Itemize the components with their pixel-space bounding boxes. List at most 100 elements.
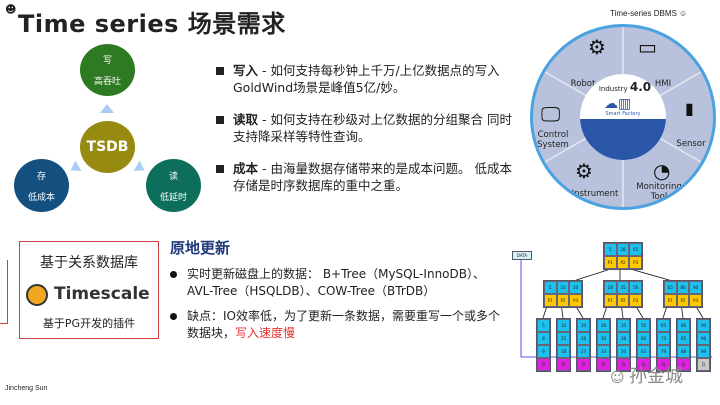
tree-cell: 10 bbox=[556, 281, 570, 294]
read-label: 读 bbox=[168, 171, 178, 182]
tree-cell: P2 bbox=[616, 256, 630, 269]
segment-instrument: Instrument bbox=[571, 189, 619, 199]
tree-cell: Q bbox=[597, 358, 610, 371]
industry-wheel: ⚙ Robot ▭ HMI ▮ Sensor ◔ Monitoring Tool… bbox=[530, 24, 716, 210]
square-bullet-icon bbox=[216, 67, 224, 75]
tree-cell: 65 bbox=[657, 319, 670, 332]
tree-cell: 96 bbox=[697, 332, 710, 345]
tree-cell: 38 bbox=[617, 332, 630, 345]
smart-factory-label: Smart Factory bbox=[605, 111, 641, 117]
write-sub: 高吞吐 bbox=[93, 77, 121, 87]
timescale-box: 基于关系数据库 Timescale 基于PG开发的插件 bbox=[19, 241, 159, 339]
tree-cell: P1 bbox=[604, 294, 617, 307]
section-title: 原地更新 bbox=[170, 239, 231, 257]
square-bullet-icon bbox=[216, 165, 224, 173]
tree-cell: P2 bbox=[556, 294, 570, 307]
tree-cell: P1 bbox=[544, 294, 557, 307]
bullet-dot-icon bbox=[170, 271, 177, 278]
tree-cell: 15 bbox=[557, 332, 570, 345]
tiger-logo-icon bbox=[26, 284, 48, 306]
tree-cell: P2 bbox=[616, 294, 630, 307]
tsdb-circle: TSDB bbox=[80, 121, 135, 173]
tree-cell: 28 bbox=[616, 243, 630, 256]
tree-cell: 33 bbox=[597, 345, 610, 358]
arrow-up-icon bbox=[100, 104, 114, 113]
tree-cell: 5 bbox=[604, 243, 617, 256]
tree-cell: P2 bbox=[676, 294, 690, 307]
write-label: 写 bbox=[102, 56, 112, 66]
tree-cell: 56 bbox=[629, 281, 642, 294]
tree-cell: 50 bbox=[617, 345, 630, 358]
tree-cell: 18 bbox=[557, 345, 570, 358]
tree-cell: 10 bbox=[557, 319, 570, 332]
point-highlight: 写入速度慢 bbox=[235, 326, 296, 340]
bullet-dot-icon bbox=[170, 313, 177, 320]
arrow-left-icon bbox=[67, 160, 82, 176]
monitor-icon: 🖵 bbox=[541, 102, 561, 126]
data-box: DATA bbox=[512, 251, 532, 260]
tree-cell: P3 bbox=[689, 294, 702, 307]
tree-cell: 28 bbox=[604, 281, 617, 294]
point-realtime: 实时更新磁盘上的数据： B+Tree（MySQL-InnoDB）、AVL-Tre… bbox=[170, 266, 510, 300]
page-title: Time series 场景需求 bbox=[18, 10, 286, 38]
segment-robot: Robot bbox=[570, 79, 596, 89]
store-sub: 低成本 bbox=[27, 192, 55, 203]
watermark: ☺ 孙金城 bbox=[610, 362, 683, 388]
tree-cell: 63 bbox=[637, 345, 650, 358]
tree-cell: 5 bbox=[537, 319, 550, 332]
read-sub: 低延时 bbox=[159, 192, 187, 203]
tree-cell: 35 bbox=[617, 319, 630, 332]
tree-cell: 79 bbox=[657, 345, 670, 358]
bullet-read: 读取 - 如何支持在秒级对上亿数据的分组聚合 同时支持降采样等特性查询。 bbox=[216, 111, 516, 145]
read-circle: 读低延时 bbox=[146, 159, 201, 212]
tree-cell: 80 bbox=[676, 281, 690, 294]
tree-cell: 99 bbox=[697, 345, 710, 358]
tree-cell: 30 bbox=[597, 332, 610, 345]
bullet-cost: 成本 - 由海量数据存储带来的是成本问题。 低成本存储是时序数据库的重中之重。 bbox=[216, 160, 516, 194]
tree-cell: 9 bbox=[537, 345, 550, 358]
store-circle: 存低成本 bbox=[14, 159, 69, 212]
gears-icon: ⚙ bbox=[575, 159, 593, 183]
wechat-icon: ☺ bbox=[610, 370, 630, 386]
smart-factory-center: Industry 4.0 ☁▥ Smart Factory bbox=[580, 74, 666, 160]
tree-cell: 60 bbox=[637, 332, 650, 345]
tree-cell: 65 bbox=[664, 281, 677, 294]
tsdb-label: TSDB bbox=[86, 139, 129, 155]
tree-cell: 65 bbox=[629, 243, 642, 256]
smiley-icon: ☻ bbox=[5, 3, 17, 16]
square-bullet-icon bbox=[216, 116, 224, 124]
point-text: 实时更新磁盘上的数据： B+Tree（MySQL-InnoDB）、AVL-Tre… bbox=[187, 267, 485, 298]
tree-cell: Q bbox=[697, 358, 710, 371]
gauge-icon: ◔ bbox=[653, 159, 671, 183]
tree-cell: Q bbox=[577, 358, 590, 371]
tree-cell: Q bbox=[677, 358, 690, 371]
tree-cell: P3 bbox=[569, 294, 582, 307]
tree-cell: 20 bbox=[577, 319, 590, 332]
box-caption: 基于PG开发的插件 bbox=[42, 317, 136, 330]
bracket-line bbox=[0, 260, 8, 324]
tree-cell: 26 bbox=[577, 332, 590, 345]
tree-cell: Q bbox=[537, 358, 550, 371]
tree-cell: 90 bbox=[697, 319, 710, 332]
segment-hmi: HMI bbox=[654, 79, 672, 89]
tree-cell: P3 bbox=[629, 256, 642, 269]
tree-cell: 8 bbox=[537, 332, 550, 345]
tree-cell: 73 bbox=[657, 332, 670, 345]
tree-cell: 5 bbox=[544, 281, 557, 294]
tree-cell: 28 bbox=[597, 319, 610, 332]
bullet-key: 读取 bbox=[233, 112, 259, 127]
factory-modules bbox=[580, 119, 666, 160]
tree-cell: 56 bbox=[637, 319, 650, 332]
author: Jincheng Sun bbox=[5, 385, 48, 392]
watermark-text: 孙金城 bbox=[629, 366, 684, 387]
tree-cell: P3 bbox=[629, 294, 642, 307]
tree-cell: Q bbox=[657, 358, 670, 371]
tree-cell: 27 bbox=[577, 345, 590, 358]
point-text: 缺点：IO效率低，为了更新一条数据，需要重写一个或多个数据块， bbox=[187, 309, 500, 340]
